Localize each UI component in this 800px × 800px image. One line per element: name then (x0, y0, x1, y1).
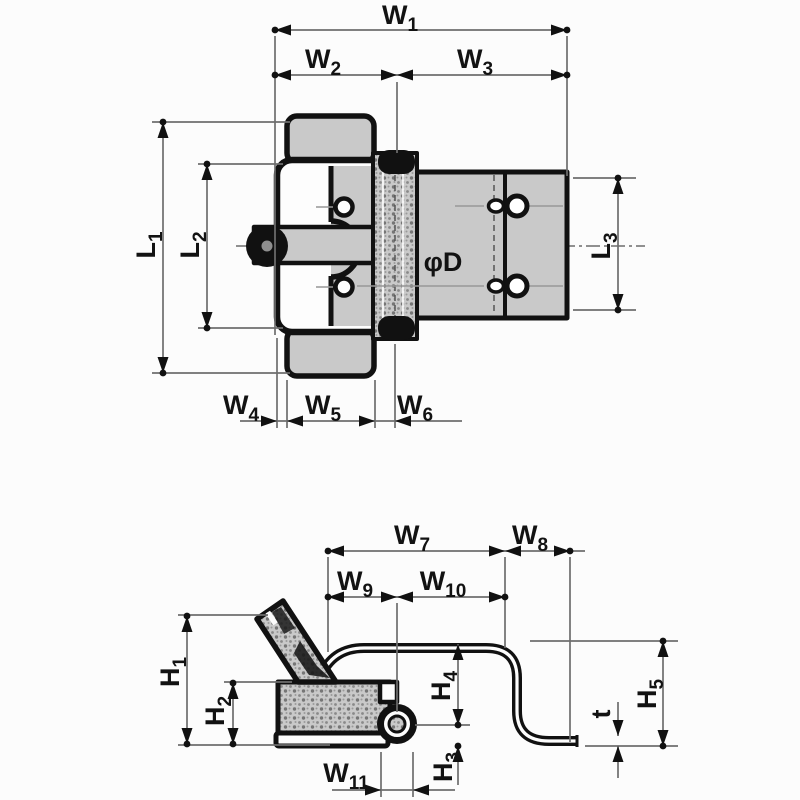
screw-slot (504, 193, 530, 219)
dim-w9-w10: W9 W10 (324, 566, 509, 712)
dim-t: t (586, 702, 624, 778)
top-view: W1 W2 W3 L1 L2 (131, 0, 645, 428)
pivot-pin-core (387, 714, 407, 734)
label-w3: W3 (457, 44, 493, 80)
label-w4: W4 (223, 390, 259, 426)
knuckle-cap-bottom (378, 316, 415, 340)
screw-slots-right (357, 193, 563, 299)
dim-h1: H1 (155, 612, 330, 748)
dim-w7-w8: W7 W8 (324, 520, 585, 742)
screw-slot-tab (486, 278, 506, 294)
dim-h5: H5 (530, 637, 678, 750)
spring-tab-bottom (284, 326, 377, 379)
leaf-tip-notch (265, 610, 278, 626)
base-block (275, 679, 393, 736)
dim-l3: L3 (573, 174, 636, 314)
dim-l1: L1 (131, 118, 290, 377)
label-w10: W10 (420, 566, 467, 602)
screw-slot (504, 273, 530, 299)
dim-w2-w3: W2 W3 (271, 44, 571, 153)
dim-h4-h3: H4 H3 (415, 644, 470, 785)
label-w7: W7 (394, 520, 430, 556)
hinge-pin-head-center (261, 240, 273, 252)
label-l2: L2 (175, 231, 211, 258)
base-bottom-strip (273, 730, 391, 749)
side-view: W7 W8 W9 W10 H1 H2 (155, 520, 678, 797)
label-h1: H1 (155, 657, 191, 688)
label-h2: H2 (200, 696, 236, 726)
screw-slots-left (316, 196, 355, 298)
label-h3: H3 (428, 752, 464, 782)
label-w11: W11 (323, 758, 369, 794)
open-leaf (254, 598, 339, 685)
label-t: t (586, 710, 616, 719)
leaf-shadow-streak (294, 641, 330, 678)
leaf-shadow-streak (272, 607, 295, 634)
label-w2: W2 (305, 44, 341, 80)
knuckle-cap-top (378, 150, 415, 174)
label-w6: W6 (397, 390, 433, 426)
label-l3: L3 (586, 232, 622, 259)
spring-arm (315, 643, 579, 747)
screw-slot-tab (486, 198, 506, 214)
pivot-housing-step (377, 679, 400, 705)
label-dia: φD (424, 247, 463, 277)
screw-slot (333, 276, 355, 298)
spring-tab-top (284, 113, 377, 166)
dim-l2: L2 (175, 160, 283, 332)
dim-w4-w5-w6: W4 W5 W6 (223, 338, 462, 428)
label-w1: W1 (382, 0, 418, 36)
screw-slot (333, 196, 355, 218)
label-h4: H4 (426, 671, 462, 702)
label-l1: L1 (131, 231, 167, 259)
label-w8: W8 (512, 520, 548, 556)
dim-h2: H2 (200, 679, 292, 748)
dim-w1: W1 (271, 0, 571, 335)
dim-w11: W11 (323, 752, 455, 797)
label-w9: W9 (337, 566, 373, 602)
label-h5: H5 (632, 679, 668, 710)
label-w5: W5 (305, 390, 341, 426)
